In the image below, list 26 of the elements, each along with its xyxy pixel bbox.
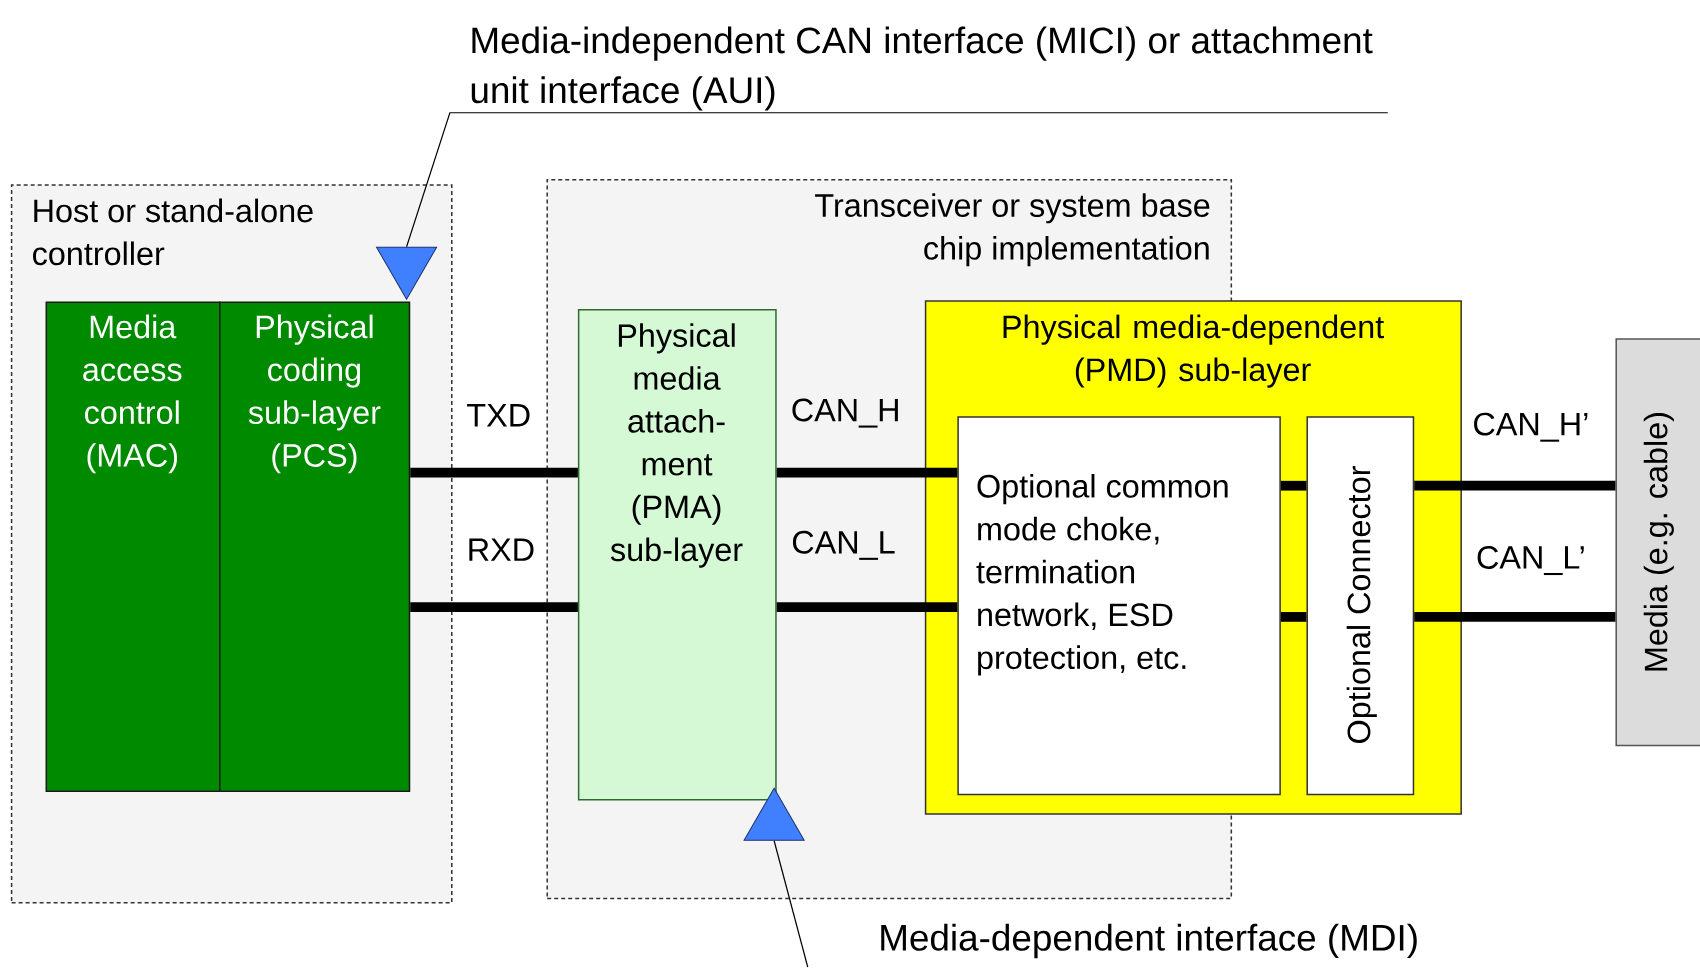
edge-label: TXD <box>467 404 530 427</box>
connector-box: Optional Connector <box>1306 416 1415 796</box>
edge-label: CAN_L’ <box>1477 546 1584 576</box>
leader-line <box>773 840 809 968</box>
edge-label: RXD <box>469 538 534 561</box>
mac-block: Media access control (MAC) <box>45 301 221 792</box>
signal-line <box>1280 480 1307 491</box>
signal-line <box>776 602 958 613</box>
leader-line <box>405 112 1389 248</box>
signal-line <box>1280 612 1307 622</box>
signal-line <box>410 602 578 613</box>
interface-caption: Media-dependent interface (MDI) <box>881 923 1417 959</box>
signal-line <box>1414 612 1616 622</box>
interface-marker <box>376 246 438 300</box>
edge-label: CAN_H’ <box>1474 412 1588 442</box>
signal-line <box>410 467 578 478</box>
edge-label: CAN_L <box>792 530 895 560</box>
choke-box: Optional common mode choke, termination network, ESD protection, etc. <box>957 416 1281 796</box>
pcs-block: Physical coding sub-layer (PCS) <box>219 301 411 792</box>
edge-label: CAN_H <box>792 398 898 428</box>
interface-marker <box>743 787 805 841</box>
signal-line <box>776 467 958 478</box>
interface-caption: Media-independent CAN interface (MICI) or attachment unit interface (AUI) <box>471 26 1373 111</box>
media-box: Media (e.g. cable) <box>1615 338 1700 747</box>
signal-line <box>1414 480 1616 491</box>
pma-block: Physical media attach-ment (PMA) sub-layer <box>577 309 777 801</box>
